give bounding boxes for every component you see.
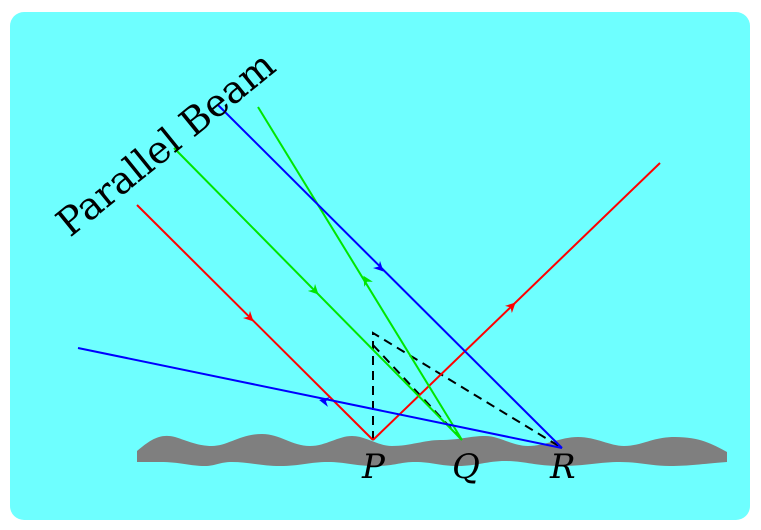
red-reflected-ray <box>372 162 661 441</box>
point-label-q: Q <box>452 447 480 487</box>
dashed-normal-p <box>372 331 563 449</box>
point-label-r: R <box>549 447 576 487</box>
point-label-p: P <box>361 447 386 487</box>
green-scattered-ray <box>257 106 463 441</box>
rough-surface <box>137 434 727 466</box>
blue-incident-ray <box>217 104 563 449</box>
